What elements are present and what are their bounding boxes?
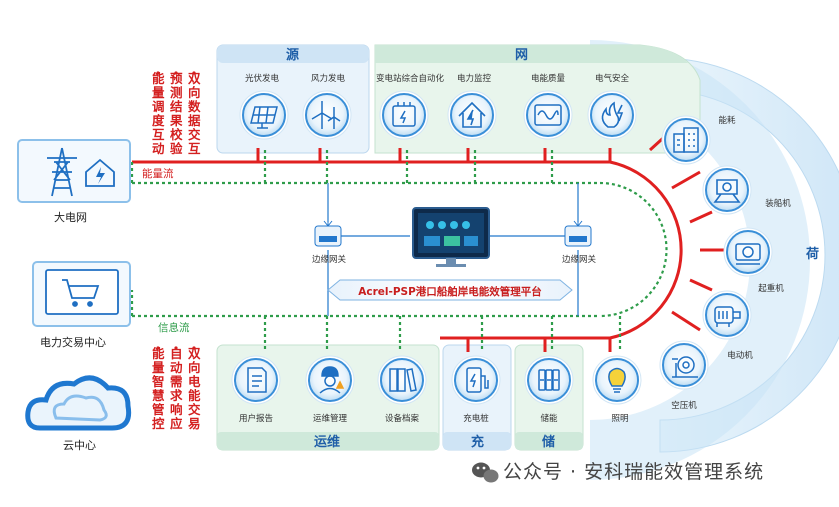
item-crane: 起重机 <box>723 227 784 294</box>
band-title-load: 荷 <box>805 246 819 262</box>
gateway-icon <box>573 218 583 227</box>
vtext-column-text: 双向数据交互 <box>187 71 201 156</box>
substation-icon <box>392 102 416 127</box>
item-energy-storage: 储能 <box>524 355 574 424</box>
item-power-monitor-label: 电力监控 <box>457 73 492 84</box>
energy-storage-icon <box>538 369 560 391</box>
node-cloud-center: 云中心 <box>25 375 132 452</box>
node-big-grid: 大电网 <box>17 139 131 224</box>
item-wind: 风力发电 <box>302 73 352 140</box>
wechat-icon <box>472 462 499 483</box>
item-substation: 变电站综合自动化 <box>376 73 445 140</box>
band-title-storage: 储 <box>541 434 555 450</box>
item-electrical-safety: 电气安全 <box>587 73 637 140</box>
item-power-monitor: 电力监控 <box>447 73 497 140</box>
info-flow-label: 信息流 <box>158 321 190 334</box>
item-device-archive: 设备档案 <box>377 355 427 424</box>
power-monitor-icon <box>458 101 486 128</box>
crane-icon <box>735 243 761 265</box>
item-crane-label: 起重机 <box>758 283 784 294</box>
item-power-quality: 电能质量 <box>523 73 573 140</box>
device-archive-icon <box>389 368 417 392</box>
item-charging-pile-label: 充电桩 <box>463 413 489 424</box>
item-user-report-label: 用户报告 <box>239 413 273 424</box>
energy-building-icon <box>673 127 699 153</box>
vtext-column: 双向电能交易 <box>187 346 201 431</box>
edge-gateway-left: 边缘网关 <box>312 218 347 265</box>
item-power-quality-label: 电能质量 <box>531 73 566 84</box>
user-report-icon <box>247 367 267 393</box>
item-charging-pile: 充电桩 <box>451 355 501 424</box>
item-air-compressor-label: 空压机 <box>671 400 697 411</box>
watermark-text: 公众号 · 安科瑞能效管理系统 <box>503 461 764 483</box>
vtext-column: 能量调度互动 <box>152 71 165 156</box>
ship-loader-icon <box>713 179 741 203</box>
wind-turbine-icon <box>311 101 341 129</box>
solar-panel-icon <box>250 106 278 129</box>
item-electrical-safety-label: 电气安全 <box>595 73 630 84</box>
vtext-column-text: 预测结果校验 <box>169 71 183 156</box>
vtext-column-text: 能量智慧管控 <box>151 346 165 431</box>
node-big-grid-label: 大电网 <box>54 210 87 224</box>
electrical-safety-icon <box>601 101 624 128</box>
vtext-column: 能量智慧管控 <box>151 346 165 431</box>
cloud-icon <box>25 375 132 431</box>
item-solar: 光伏发电 <box>239 73 289 140</box>
node-cloud-center-label: 云中心 <box>63 439 96 452</box>
center-links <box>327 183 579 316</box>
item-user-report: 用户报告 <box>231 355 281 424</box>
item-ops-management: 运维管理 <box>305 355 355 424</box>
vtext-column: 双向数据交互 <box>187 71 201 156</box>
vtext-column-text: 双向电能交易 <box>187 346 201 431</box>
ops-engineer-icon <box>319 366 345 394</box>
lighting-icon <box>608 367 626 393</box>
item-energy-label: 能耗 <box>718 115 736 126</box>
item-energy-storage-label: 储能 <box>540 413 558 424</box>
vtext-column: 自动需求响应 <box>170 346 183 431</box>
motor-icon <box>714 306 741 327</box>
energy-flow-label: 能量流 <box>142 167 174 180</box>
house-power-icon <box>85 158 115 187</box>
item-lighting: 照明 <box>592 355 642 424</box>
item-air-compressor: 空压机 <box>659 340 709 411</box>
shopping-cart-icon <box>62 279 100 307</box>
band-title-ops: 运维 <box>314 434 340 450</box>
charging-pile-icon <box>466 367 489 393</box>
gateway-icon <box>323 218 333 227</box>
watermark: 公众号 · 安科瑞能效管理系统 <box>472 461 764 483</box>
item-energy: 能耗 <box>661 115 736 165</box>
item-motor: 电动机 <box>702 290 753 361</box>
item-lighting-label: 照明 <box>611 414 628 424</box>
node-trade-center: 电力交易中心 <box>32 261 131 349</box>
band-title-grid: 网 <box>515 48 528 63</box>
band-title-source: 源 <box>286 47 299 63</box>
platform-monitor <box>412 207 490 267</box>
edge-gateway-right: 边缘网关 <box>562 218 597 265</box>
vtext-column-text: 能量调度互动 <box>152 71 165 156</box>
item-motor-label: 电动机 <box>727 350 753 361</box>
platform-banner: Acrel-PSP港口船舶岸电能效管理平台 <box>327 279 573 301</box>
item-wind-label: 风力发电 <box>311 73 346 84</box>
power-quality-icon <box>534 104 562 126</box>
gateway-right-label: 边缘网关 <box>562 254 597 265</box>
node-trade-center-label: 电力交易中心 <box>40 335 106 349</box>
band-title-charge: 充 <box>471 434 484 450</box>
transmission-tower-icon <box>47 147 77 197</box>
item-substation-label: 变电站综合自动化 <box>376 73 445 84</box>
vtext-column: 预测结果校验 <box>169 71 183 156</box>
item-ship-loader: 装船机 <box>702 165 791 215</box>
info-lines <box>130 150 668 350</box>
item-ship-loader-label: 装船机 <box>765 198 791 209</box>
gateway-left-label: 边缘网关 <box>312 254 347 265</box>
item-device-archive-label: 设备档案 <box>385 413 420 424</box>
platform-title: Acrel-PSP港口船舶岸电能效管理平台 <box>358 285 542 298</box>
vtext-column-text: 自动需求响应 <box>170 346 183 431</box>
item-ops-management-label: 运维管理 <box>313 413 348 424</box>
air-compressor-icon <box>672 356 698 378</box>
item-solar-label: 光伏发电 <box>245 73 280 84</box>
